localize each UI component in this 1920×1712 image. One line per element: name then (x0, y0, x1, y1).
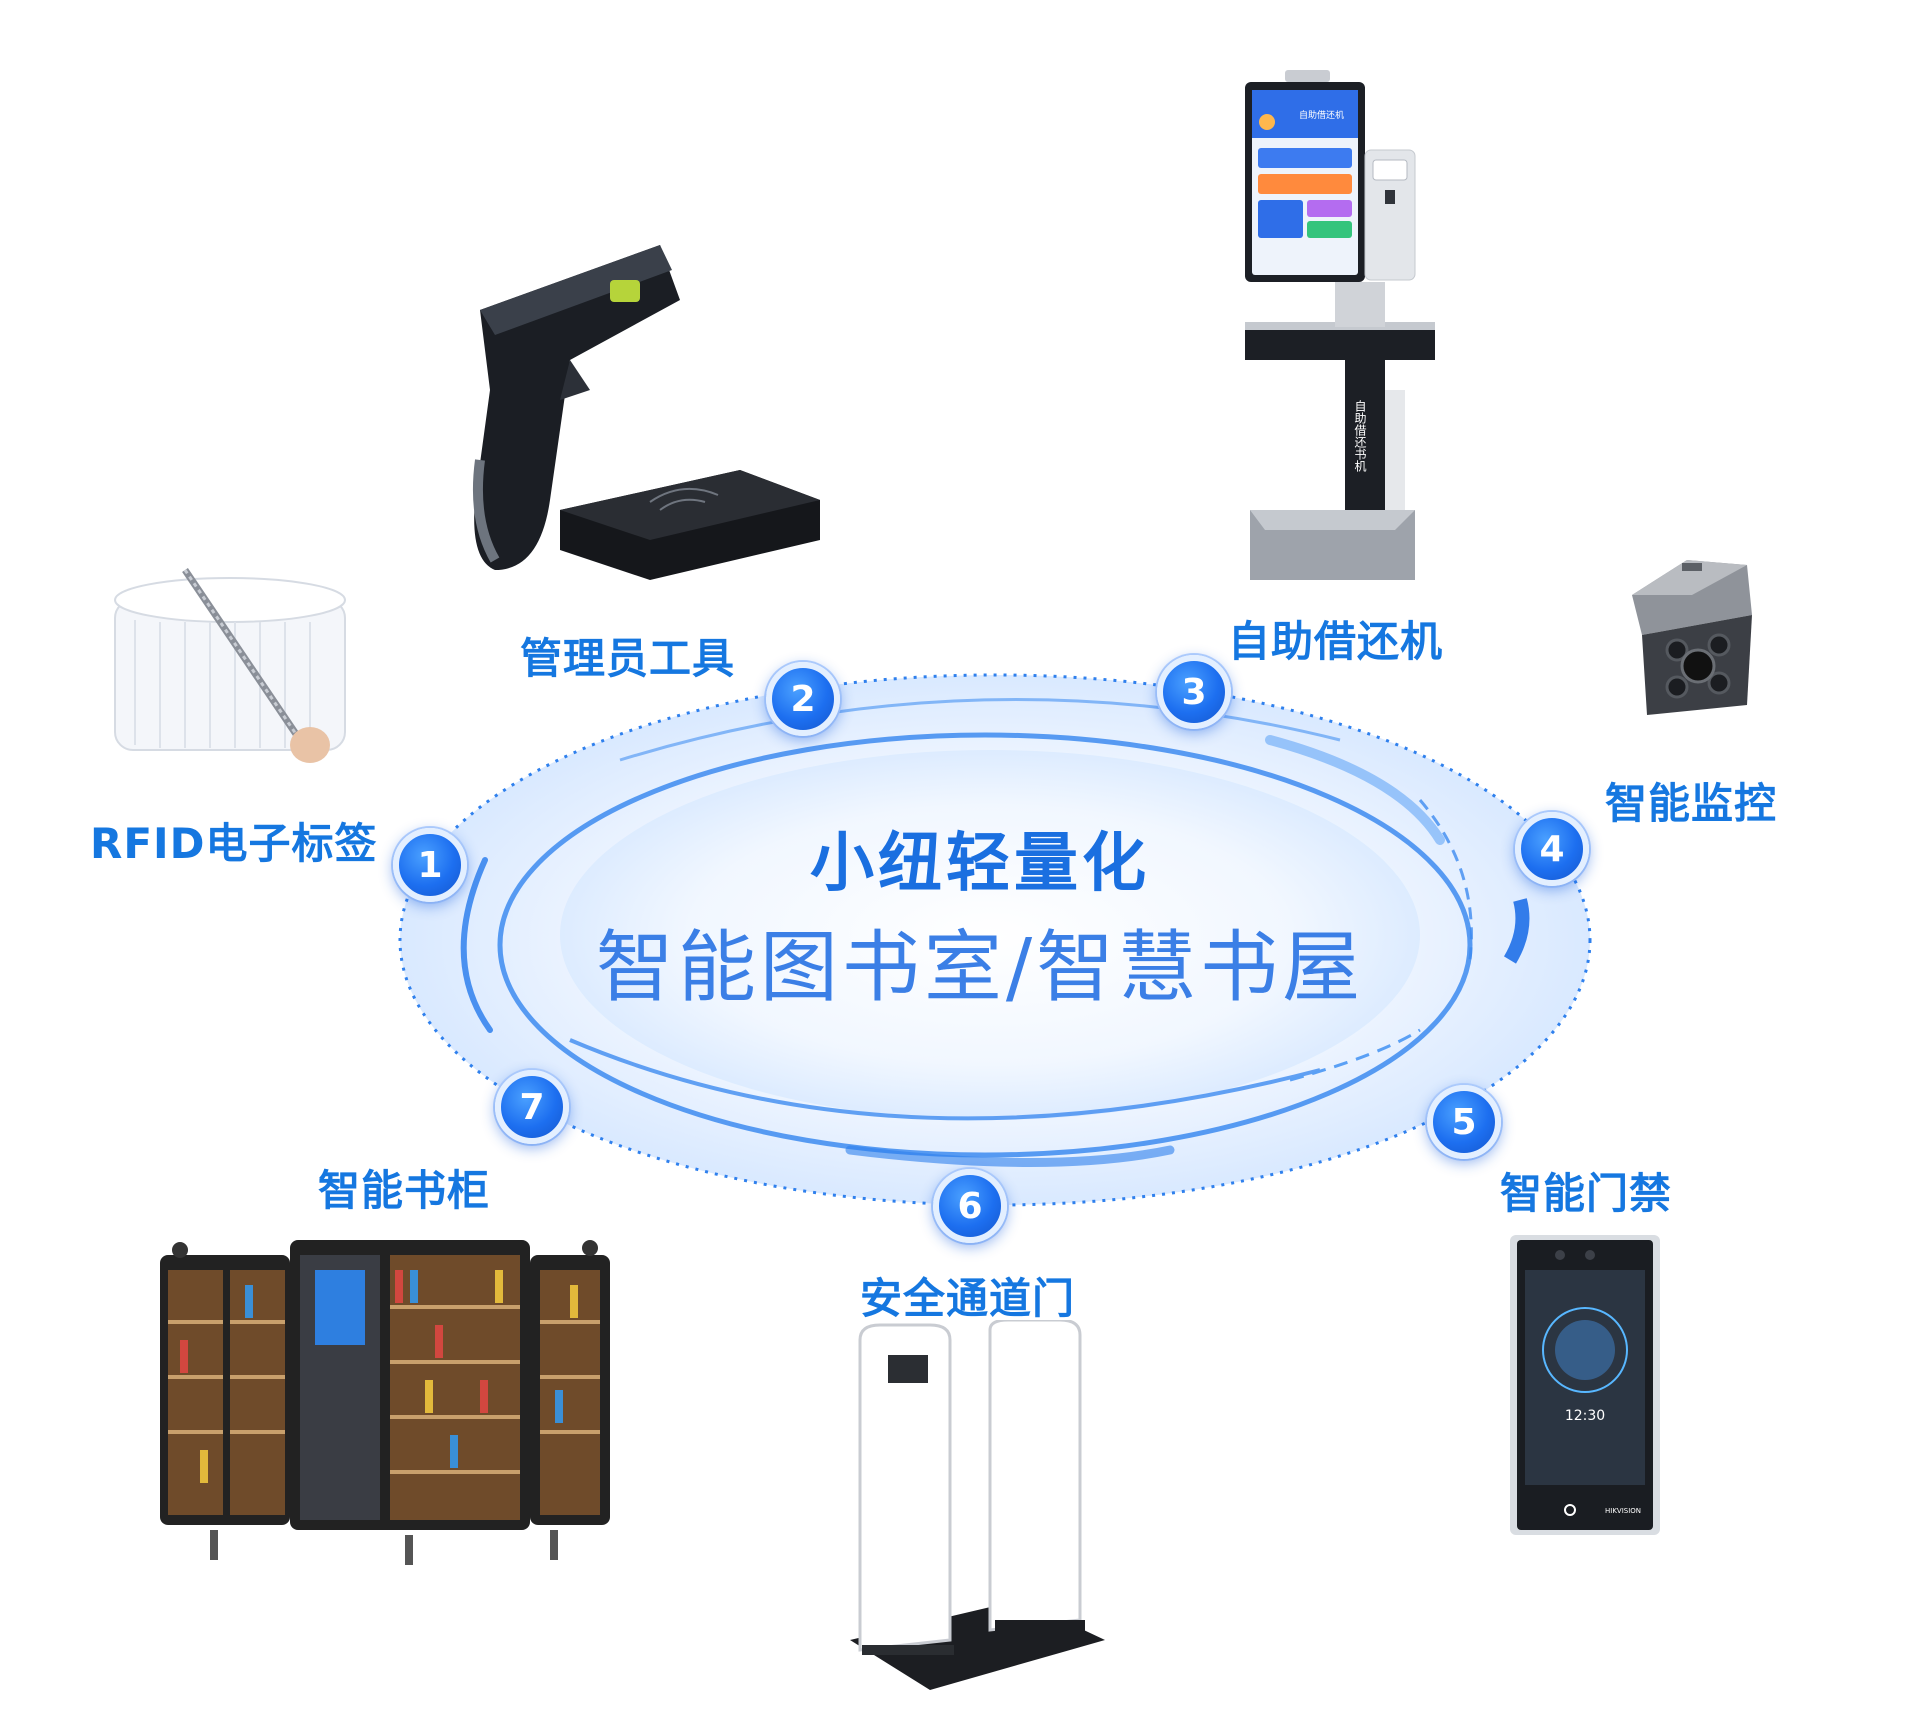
kiosk-screen-title: 自助借还机 (1299, 109, 1344, 121)
self-service-kiosk-icon: 自助借还机 自助借还书机 (1245, 70, 1435, 580)
center-title: 小纽轻量化 (810, 827, 1150, 901)
label-kiosk: 自助借还机 (1228, 617, 1444, 666)
security-gate-icon (850, 1320, 1105, 1690)
badge-7: 7 (495, 1070, 569, 1144)
label-security-gate: 安全通道门 (860, 1274, 1076, 1323)
smart-bookcase-icon (160, 1240, 610, 1565)
label-monitoring: 智能监控 (1605, 779, 1778, 828)
label-admin-tools: 管理员工具 (520, 634, 736, 683)
badge-5: 5 (1427, 1085, 1501, 1159)
badge-2: 2 (766, 662, 840, 736)
center-subtitle: 智能图书室/智慧书屋 (595, 923, 1365, 1013)
badge-3: 3 (1157, 655, 1231, 729)
face-recognition-terminal-icon: 12:30 HIKVISION (1510, 1235, 1660, 1535)
label-rfid: RFID电子标签 (90, 819, 378, 868)
label-access-control: 智能门禁 (1500, 1169, 1673, 1218)
barcode-scanner-icon (472, 245, 820, 580)
badge-6: 6 (933, 1169, 1007, 1243)
label-bookcase: 智能书柜 (318, 1166, 491, 1215)
rfid-tag-roll-icon (114, 568, 346, 763)
surveillance-camera-icon (1632, 560, 1752, 715)
kiosk-side-label: 自助借还书机 (1353, 400, 1367, 472)
terminal-time: 12:30 (1565, 1408, 1605, 1424)
terminal-brand: HIKVISION (1605, 1507, 1641, 1515)
badge-4: 4 (1515, 812, 1589, 886)
badge-1: 1 (393, 828, 467, 902)
